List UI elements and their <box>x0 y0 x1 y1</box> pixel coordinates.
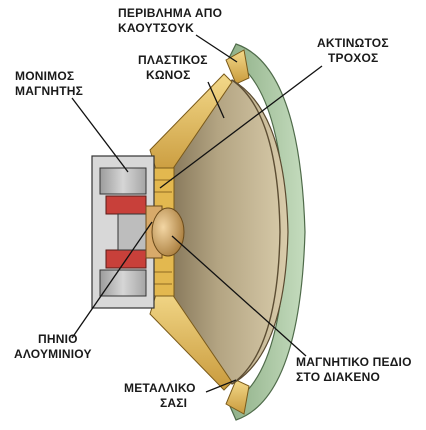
label-magnetic-field-gap-line2: ΣΤΟ ΔΙΑΚΕΝΟ <box>296 370 380 384</box>
label-magnetic-field-gap-line1: ΜΑΓΝΗΤΙΚΟ ΠΕΔΙΟ <box>296 355 412 369</box>
leader-aluminium-coil <box>71 221 153 339</box>
leader-metal-chassis <box>205 379 237 393</box>
permanent-magnet-top <box>99 167 147 195</box>
pole-piece <box>117 213 149 251</box>
label-aluminium-coil: ΠΗΝΙΟ ΑΛΟΥΜΙΝΙΟΥ <box>14 332 92 361</box>
label-rubber-surround: ΠΕΡΙΒΛΗΜΑ ΑΠΟ ΚΑΟΥΤΣΟΥΚ <box>118 6 222 35</box>
label-radial-wheel-line2: ΤΡΟΧΟΣ <box>328 51 378 65</box>
label-rubber-surround-line2: ΚΑΟΥΤΣΟΥΚ <box>118 21 194 35</box>
metal-chassis-bottom-lip <box>225 379 250 415</box>
label-permanent-magnet-line2: ΜΑΓΝΗΤΗΣ <box>15 84 83 98</box>
label-plastic-cone: ΠΛΑΣΤΙΚΟΣ ΚΩΝΟΣ <box>138 53 208 82</box>
label-aluminium-coil-line2: ΑΛΟΥΜΙΝΙΟΥ <box>14 347 92 361</box>
label-permanent-magnet: ΜΟΝΙΜΟΣ ΜΑΓΝΗΤΗΣ <box>15 69 83 98</box>
leader-radial-wheel <box>159 65 323 189</box>
plastic-cone <box>159 79 289 385</box>
label-radial-wheel-line1: ΑΚΤΙΝΩΤΟΣ <box>317 36 389 50</box>
leader-plastic-cone <box>207 81 225 119</box>
label-rubber-surround-line1: ΠΕΡΙΒΛΗΜΑ ΑΠΟ <box>118 6 222 20</box>
dust-cap <box>151 207 185 257</box>
cone-inner-rim <box>231 79 281 385</box>
label-permanent-magnet-line1: ΜΟΝΙΜΟΣ <box>15 69 74 83</box>
magnet-red-top <box>105 195 147 215</box>
label-metal-chassis: ΜΕΤΑΛΛΙΚΟ ΣΑΣΙ <box>124 381 196 410</box>
leader-rubber-surround <box>195 34 238 63</box>
leader-lines <box>71 34 323 393</box>
spider-corrugation <box>152 179 172 285</box>
label-plastic-cone-line2: ΚΩΝΟΣ <box>146 68 191 82</box>
label-magnetic-field-gap: ΜΑΓΝΗΤΙΚΟ ΠΕΔΙΟ ΣΤΟ ΔΙΑΚΕΝΟ <box>296 355 412 384</box>
label-metal-chassis-line2: ΣΑΣΙ <box>160 396 187 410</box>
label-radial-wheel: ΑΚΤΙΝΩΤΟΣ ΤΡΟΧΟΣ <box>317 36 389 65</box>
leader-permanent-magnet <box>71 97 129 173</box>
leader-magnetic-field-gap <box>171 235 307 357</box>
label-aluminium-coil-line1: ΠΗΝΙΟ <box>38 332 78 346</box>
label-metal-chassis-line1: ΜΕΤΑΛΛΙΚΟ <box>124 381 196 395</box>
speaker-body <box>91 43 306 421</box>
permanent-magnet-bottom <box>99 269 147 297</box>
label-plastic-cone-line1: ΠΛΑΣΤΙΚΟΣ <box>138 53 208 67</box>
